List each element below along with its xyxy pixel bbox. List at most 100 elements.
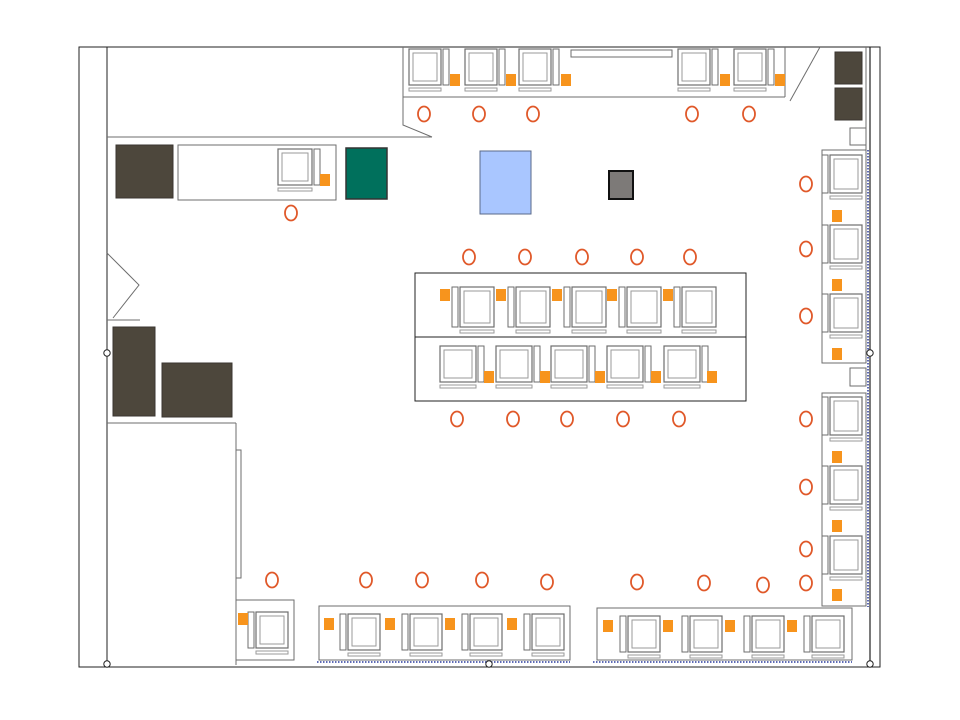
seat-marker-icon bbox=[630, 248, 644, 266]
power-outlet-icon bbox=[540, 371, 550, 383]
monitor-outer bbox=[829, 396, 863, 436]
projector-screen bbox=[479, 150, 532, 215]
wall-node bbox=[103, 660, 111, 668]
wall-node bbox=[866, 349, 874, 357]
cabinet-icon bbox=[834, 87, 863, 121]
computer-workstation-icon bbox=[408, 48, 450, 92]
keyboard-tray bbox=[821, 396, 829, 436]
seat-marker-icon bbox=[475, 571, 489, 589]
power-outlet-icon bbox=[651, 371, 661, 383]
desk-edge bbox=[829, 334, 863, 339]
seat-marker-icon bbox=[359, 571, 373, 589]
keyboard-tray bbox=[461, 613, 469, 651]
monitor-outer bbox=[829, 293, 863, 333]
monitor-outer bbox=[347, 613, 381, 651]
power-outlet-icon bbox=[663, 289, 673, 301]
power-outlet-icon bbox=[832, 589, 842, 601]
computer-workstation-icon bbox=[439, 345, 485, 389]
seat-marker-icon bbox=[799, 240, 813, 258]
seat-marker-icon bbox=[683, 248, 697, 266]
seat-marker-icon bbox=[462, 248, 476, 266]
computer-workstation-icon bbox=[563, 286, 607, 334]
keyboard-tray bbox=[743, 615, 751, 653]
wall-node bbox=[866, 660, 874, 668]
monitor-outer bbox=[681, 286, 717, 328]
power-outlet-icon bbox=[561, 74, 571, 86]
monitor-outer bbox=[469, 613, 503, 651]
keyboard-tray bbox=[618, 286, 626, 328]
computer-workstation-icon bbox=[821, 535, 863, 581]
monitor-inner bbox=[693, 619, 719, 649]
computer-workstation-icon bbox=[821, 396, 863, 442]
monitor-outer bbox=[677, 48, 711, 86]
monitor-outer bbox=[811, 615, 845, 653]
monitor-inner bbox=[815, 619, 841, 649]
desk-edge bbox=[347, 652, 381, 657]
seat-markers bbox=[265, 105, 813, 594]
monitor-outer bbox=[459, 286, 495, 328]
workstations bbox=[247, 48, 863, 659]
desk-edge bbox=[829, 506, 863, 511]
monitor-outer bbox=[531, 613, 565, 651]
desk-edge bbox=[829, 437, 863, 442]
power-outlet-icon bbox=[832, 451, 842, 463]
keyboard-tray bbox=[803, 615, 811, 653]
computer-workstation-icon bbox=[461, 613, 503, 657]
monitor-inner bbox=[554, 349, 584, 379]
monitor-inner bbox=[610, 349, 640, 379]
computer-workstation-icon bbox=[464, 48, 506, 92]
monitor-inner bbox=[833, 228, 859, 260]
keyboard-tray bbox=[339, 613, 347, 651]
monitor-inner bbox=[463, 290, 491, 324]
monitor-inner bbox=[833, 158, 859, 190]
desk-edge bbox=[626, 329, 662, 334]
desk-edge bbox=[751, 654, 785, 659]
power-outlet-icon bbox=[506, 74, 516, 86]
monitor-outer bbox=[495, 345, 533, 383]
monitor-outer bbox=[627, 615, 661, 653]
cabinet-icon bbox=[115, 144, 174, 199]
desk-edge bbox=[409, 652, 443, 657]
computer-workstation-icon bbox=[743, 615, 785, 659]
power-outlet-icon bbox=[445, 618, 455, 630]
monitor-inner bbox=[631, 619, 657, 649]
monitor-inner bbox=[413, 617, 439, 647]
power-outlet-icon bbox=[707, 371, 717, 383]
computer-workstation-icon bbox=[523, 613, 565, 657]
seat-marker-icon bbox=[575, 248, 589, 266]
seat-marker-icon bbox=[526, 105, 540, 123]
monitor-inner bbox=[575, 290, 603, 324]
monitor-inner bbox=[443, 349, 473, 379]
cabinet-icon bbox=[834, 51, 863, 85]
monitor-outer bbox=[464, 48, 498, 86]
top-bench-corner bbox=[789, 46, 821, 102]
monitor-outer bbox=[277, 148, 313, 186]
seat-marker-icon bbox=[630, 573, 644, 591]
shelf bbox=[570, 49, 673, 58]
power-outlet-icon bbox=[832, 520, 842, 532]
keyboard-tray bbox=[523, 613, 531, 651]
computer-workstation-icon bbox=[821, 224, 863, 270]
keyboard-tray bbox=[442, 48, 450, 86]
monitor-inner bbox=[833, 539, 859, 571]
cabinet-icon bbox=[112, 326, 156, 417]
keyboard-tray bbox=[821, 535, 829, 575]
monitor-inner bbox=[685, 290, 713, 324]
power-outlet-icon bbox=[385, 618, 395, 630]
desk-edge bbox=[829, 195, 863, 200]
monitor-inner bbox=[519, 290, 547, 324]
seat-marker-icon bbox=[616, 410, 630, 428]
outer-frame bbox=[78, 46, 881, 668]
monitor-outer bbox=[663, 345, 701, 383]
computer-workstation-icon bbox=[277, 148, 321, 192]
monitor-inner bbox=[667, 349, 697, 379]
power-outlet-icon bbox=[603, 620, 613, 632]
computer-workstation-icon bbox=[821, 465, 863, 511]
monitor-outer bbox=[733, 48, 767, 86]
power-outlet-icon bbox=[832, 348, 842, 360]
monitor-outer bbox=[829, 465, 863, 505]
monitor-outer bbox=[829, 224, 863, 264]
power-outlet-icon bbox=[775, 74, 785, 86]
computer-workstation-icon bbox=[606, 345, 652, 389]
